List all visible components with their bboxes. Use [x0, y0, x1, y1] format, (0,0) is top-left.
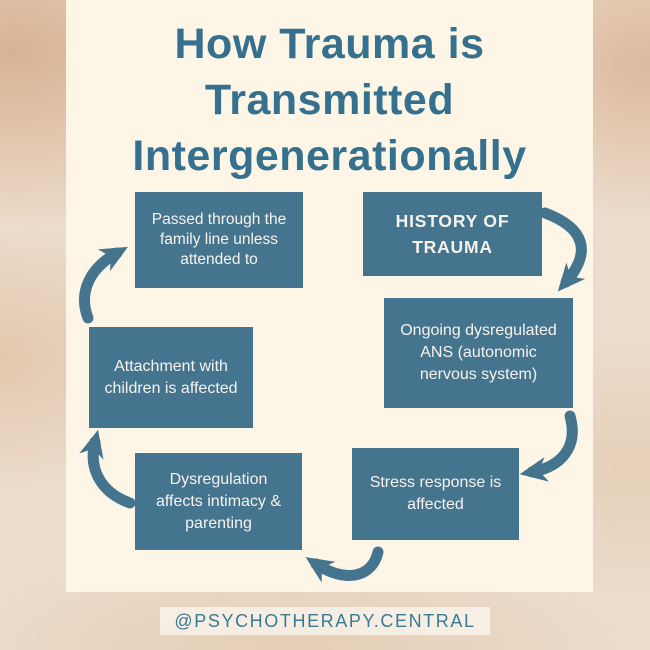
node-label: Ongoing dysregulated ANS (autonomic nerv… [400, 322, 557, 383]
title-line-1: How Trauma is [174, 20, 485, 68]
node-stress-response: Stress response is affected [352, 448, 519, 540]
title-line-3: Intergenerationally [132, 132, 527, 180]
node-attachment-affected: Attachment with children is affected [89, 327, 253, 428]
node-history-of-trauma: HISTORY OF TRAUMA [363, 192, 542, 276]
node-label: Dysregulation affects intimacy & parenti… [155, 470, 282, 532]
social-handle: @PSYCHOTHERAPY.CENTRAL [174, 610, 476, 631]
page-title: How Trauma is Transmitted Intergeneratio… [76, 16, 583, 184]
node-label: Passed through the family line unless at… [151, 211, 287, 268]
node-dysregulation-intimacy: Dysregulation affects intimacy & parenti… [135, 453, 302, 550]
footer-strip: @PSYCHOTHERAPY.CENTRAL [160, 607, 490, 635]
node-label: Attachment with children is affected [104, 357, 238, 397]
node-dysregulated-ans: Ongoing dysregulated ANS (autonomic nerv… [384, 298, 573, 408]
title-line-2: Transmitted [204, 76, 455, 124]
node-label: HISTORY OF TRAUMA [395, 211, 510, 257]
node-passed-through-family-line: Passed through the family line unless at… [135, 192, 303, 288]
node-label: Stress response is affected [369, 474, 502, 513]
